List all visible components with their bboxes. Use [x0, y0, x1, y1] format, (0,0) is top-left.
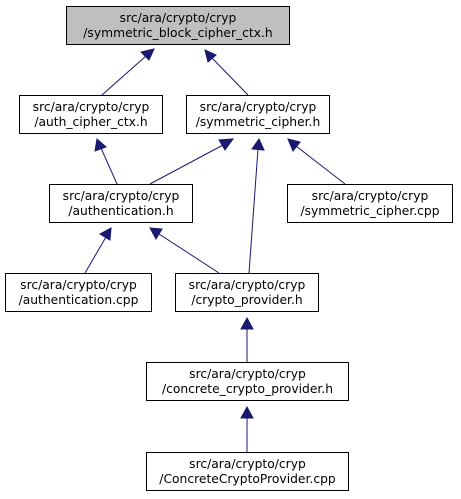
node-line2: /symmetric_cipher.cpp	[300, 203, 440, 218]
node-crypto-provider-h[interactable]: src/ara/crypto/cryp /crypto_provider.h	[175, 273, 319, 312]
edge-symmetric-cipher-cpp-to-symmetric-cipher-h	[287, 138, 346, 185]
node-symmetric-cipher-cpp[interactable]: src/ara/crypto/cryp /symmetric_cipher.cp…	[287, 184, 453, 223]
node-symmetric-block-cipher-ctx-h: src/ara/crypto/cryp /symmetric_block_cip…	[66, 6, 290, 45]
edge-crypto-provider-h-to-symmetric-cipher-h	[248, 137, 265, 274]
node-line2: /crypto_provider.h	[191, 292, 303, 307]
node-line1: src/ara/crypto/cryp	[189, 366, 306, 381]
node-line1: src/ara/crypto/cryp	[311, 188, 429, 203]
node-line2: /symmetric_cipher.h	[195, 114, 321, 129]
node-symmetric-cipher-h[interactable]: src/ara/crypto/cryp /symmetric_cipher.h	[186, 95, 330, 134]
edge-concrete-crypto-provider-h-to-crypto-provider-h	[240, 316, 254, 362]
node-line1: src/ara/crypto/cryp	[20, 277, 137, 292]
node-line2: /symmetric_block_cipher_ctx.h	[83, 25, 273, 40]
node-line1: src/ara/crypto/cryp	[199, 99, 317, 114]
node-line1: src/ara/crypto/cryp	[119, 10, 237, 25]
edge-authentication-cpp-to-authentication-h	[84, 227, 112, 274]
node-line2: /concrete_crypto_provider.h	[161, 381, 334, 396]
node-auth-cipher-ctx-h[interactable]: src/ara/crypto/cryp /auth_cipher_ctx.h	[19, 95, 163, 134]
edge-authentication-h-to-symmetric-cipher-h	[149, 138, 235, 185]
node-line2: /auth_cipher_ctx.h	[34, 114, 148, 129]
node-authentication-h[interactable]: src/ara/crypto/cryp /authentication.h	[49, 184, 193, 223]
edge-crypto-provider-h-to-authentication-h	[149, 227, 220, 274]
node-line2: /authentication.cpp	[18, 292, 139, 307]
node-line2: /authentication.h	[68, 203, 174, 218]
node-concrete-crypto-provider-cpp[interactable]: src/ara/crypto/cryp /ConcreteCryptoProvi…	[146, 452, 349, 491]
edge-auth-cipher-ctx-to-root	[101, 48, 155, 96]
node-authentication-cpp[interactable]: src/ara/crypto/cryp /authentication.cpp	[5, 273, 152, 312]
node-line1: src/ara/crypto/cryp	[188, 277, 306, 292]
edge-authentication-h-to-auth-cipher-ctx	[94, 138, 118, 185]
edge-concrete-crypto-provider-cpp-to-concrete-crypto-provider-h	[240, 405, 254, 452]
node-line2: /ConcreteCryptoProvider.cpp	[159, 471, 336, 486]
node-line1: src/ara/crypto/cryp	[32, 99, 150, 114]
node-line1: src/ara/crypto/cryp	[62, 188, 180, 203]
edge-symmetric-cipher-h-to-root	[204, 49, 249, 96]
node-concrete-crypto-provider-h[interactable]: src/ara/crypto/cryp /concrete_crypto_pro…	[146, 362, 349, 401]
node-line1: src/ara/crypto/cryp	[189, 456, 306, 471]
